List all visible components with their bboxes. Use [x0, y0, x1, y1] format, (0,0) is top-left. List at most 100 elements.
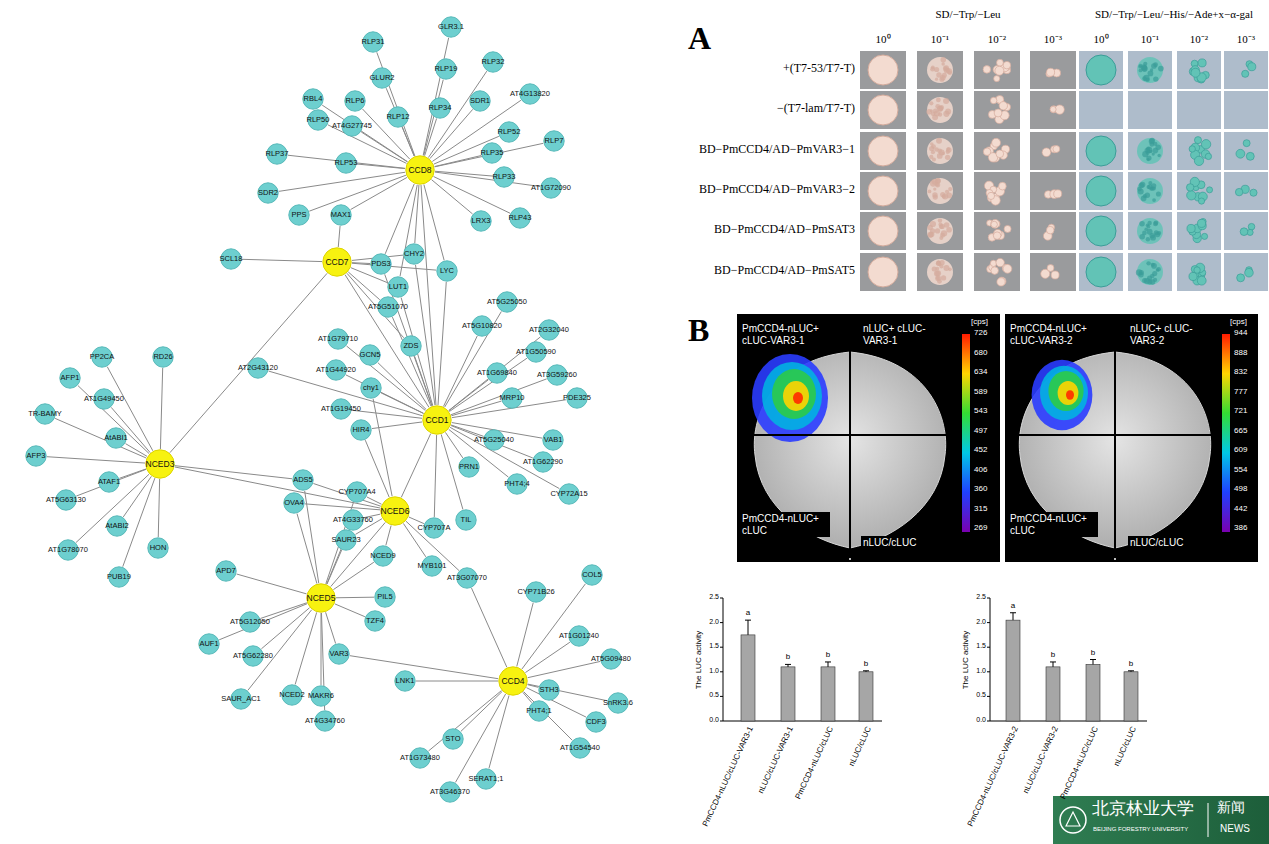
bar — [1006, 620, 1020, 721]
yeast-colony — [928, 232, 933, 237]
interaction-edge — [525, 642, 570, 672]
quadrant-label: nLUC+ cLUC-VAR3-1 — [861, 322, 951, 347]
gene-circle — [586, 712, 606, 732]
plate-tile — [1224, 212, 1268, 250]
yeast-spot — [983, 138, 1009, 162]
interaction-edge — [295, 612, 317, 684]
gene-circle — [284, 493, 304, 513]
gene-circle — [331, 205, 351, 225]
gene-node: PP2CA — [91, 346, 113, 368]
interaction-edge — [451, 379, 547, 415]
category-label: PmCCD4-nLUC/cLUC-VAR3-2 — [966, 725, 1020, 828]
interaction-edge — [428, 691, 501, 751]
yeast-spot — [1086, 176, 1116, 206]
gene-circle — [582, 565, 602, 585]
yeast-colony — [1051, 271, 1059, 279]
gene-name: AT5G63130 — [46, 496, 86, 504]
unit-label: [cps] — [1230, 317, 1247, 326]
plate-tile — [860, 132, 906, 170]
gene-node: AT1G54540 — [569, 737, 591, 759]
yeast-colony — [1243, 140, 1250, 147]
gene-node: AtABI1 — [105, 427, 127, 449]
gene-name: HON — [150, 544, 167, 552]
hub-gene-node: CCD8 — [405, 155, 435, 185]
gene-node: AT1G01240 — [568, 625, 590, 647]
dilution-label: 10⁰ — [876, 33, 891, 46]
interaction-edge — [350, 656, 498, 679]
scale-tick: 832 — [1234, 367, 1247, 376]
axis-tick-label: 0.5 — [976, 691, 986, 699]
yeast-spot-full — [1086, 136, 1116, 166]
plate-tile — [917, 172, 963, 210]
gene-node: RD26 — [152, 346, 174, 368]
category-label: nLUC/cLUC-VAR3-1 — [756, 725, 795, 795]
yeast-spot — [1137, 138, 1163, 164]
gene-node: AT1G50590 — [525, 341, 547, 363]
scale-tick: 386 — [1234, 523, 1247, 532]
yeast-spot-full — [868, 95, 898, 125]
yeast-spot — [987, 219, 1011, 241]
gene-node: CHY2 — [403, 243, 425, 265]
scale-tick: 609 — [1234, 445, 1247, 454]
yeast-colony — [999, 182, 1007, 190]
gene-name: MAX1 — [331, 211, 351, 219]
interaction-edge — [242, 259, 322, 261]
interaction-edge — [119, 469, 145, 478]
interaction-edge — [175, 466, 292, 479]
category-label: PmCCD4-nLUC/cLUC — [793, 725, 835, 801]
yeast-colony — [1205, 153, 1211, 159]
yeast-colony — [1053, 146, 1060, 153]
gene-node: RLP35 — [481, 142, 503, 164]
gene-name: AFP1 — [61, 374, 80, 382]
gene-name: SCL18 — [220, 255, 243, 263]
gene-name: AUF1 — [199, 640, 218, 648]
gene-node: LRX3 — [470, 210, 492, 232]
gene-name: AT5G62280 — [233, 652, 273, 660]
gene-node: RBL4 — [302, 88, 324, 110]
yeast-colony — [1194, 137, 1201, 144]
yeast-colony — [929, 232, 934, 237]
gene-name: AT1G19450 — [321, 405, 361, 413]
gene-name: ZDS — [404, 342, 419, 350]
gene-node: AT5G51070 — [377, 296, 399, 318]
gene-name: CCD4 — [501, 677, 524, 686]
gene-node: PIL5 — [374, 586, 396, 608]
plate-tile — [917, 91, 963, 129]
gene-name: NCED5 — [307, 594, 336, 603]
gene-name: PUB19 — [107, 573, 131, 581]
gene-circle — [365, 611, 385, 631]
yeast-colony — [1054, 190, 1062, 198]
gene-node: GCN5 — [359, 344, 381, 366]
yeast-colony — [1153, 148, 1159, 154]
interaction-edge — [386, 88, 414, 156]
dilution-label: 10⁻¹ — [931, 33, 949, 46]
interaction-edge — [385, 184, 414, 254]
hub-circle — [406, 156, 434, 184]
gene-node: AT5G25040 — [483, 429, 505, 451]
gene-circle — [375, 587, 395, 607]
yeast-colony — [1248, 63, 1256, 71]
axis-tick-label: 0.0 — [976, 716, 986, 724]
yeast-colony — [1153, 221, 1158, 226]
yeast-spot-dense — [1137, 218, 1163, 244]
yeast-colony — [933, 187, 936, 190]
gene-node: RLP43 — [509, 207, 531, 229]
gene-circle — [401, 336, 421, 356]
gene-circle — [345, 91, 365, 111]
gene-name: RLP7 — [545, 137, 564, 145]
gene-name: PDE325 — [563, 394, 591, 402]
gene-name: AT2G32040 — [529, 326, 569, 334]
error-bar — [828, 662, 829, 667]
error-bar — [1053, 662, 1054, 667]
error-bar — [748, 620, 749, 635]
plate-tile — [974, 212, 1020, 250]
gene-name: SDR2 — [258, 189, 278, 197]
gene-node: AT1G73480 — [409, 747, 431, 769]
gene-name: SAUR23 — [331, 536, 360, 544]
yeast-colony — [932, 114, 938, 120]
luminescence-signal — [793, 392, 803, 404]
yeast-colony — [1143, 75, 1149, 81]
yeast-spot-dense — [927, 97, 953, 123]
yeast-colony — [944, 66, 948, 70]
